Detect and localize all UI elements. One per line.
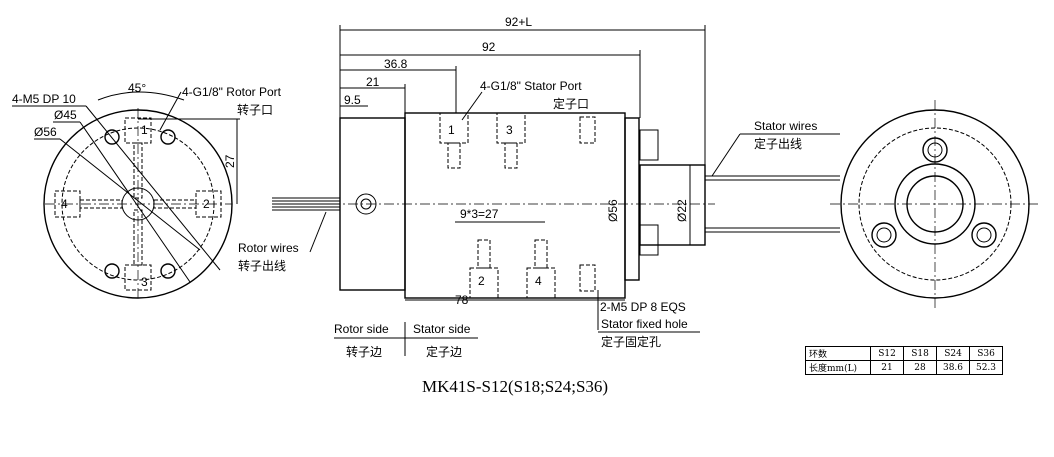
stator-fixed-cn: 定子固定孔	[601, 334, 661, 349]
stator-port-label: 4-G1/8" Stator Port	[480, 79, 582, 93]
stator-side-label: Stator side	[413, 322, 471, 336]
dim-78: 78	[455, 293, 469, 307]
dim-total: 92+L	[505, 15, 532, 29]
stator-port-1: 1	[448, 123, 455, 137]
rotor-wires	[272, 197, 340, 211]
length-cell: 21	[870, 360, 904, 375]
rotor-port-label: 4-G1/8" Rotor Port	[182, 85, 282, 99]
model-cell: S24	[936, 346, 970, 361]
dim-21: 21	[366, 75, 380, 89]
port-4-label: 4	[61, 197, 68, 211]
fixed-holes-label: 2-M5 DP 8 EQS	[600, 300, 686, 314]
stator-wires	[705, 175, 840, 233]
front-view: 1 2 3 4 45° 4-M5 DP 10 Ø45 Ø56 4-G1/8" R…	[12, 81, 340, 300]
port-3-label: 3	[141, 275, 148, 289]
dim-9-5: 9.5	[344, 93, 361, 107]
port-channels	[54, 117, 222, 291]
mount-holes-label: 4-M5 DP 10	[12, 92, 76, 106]
stator-wires-cn: 定子出线	[754, 136, 802, 151]
model-cell: S18	[903, 346, 937, 361]
stator-flange	[624, 117, 640, 281]
angle-label: 45°	[128, 81, 146, 95]
stator-cylinder	[639, 164, 706, 246]
rotor-port-cn: 转子口	[237, 102, 273, 117]
mount-holes	[104, 129, 176, 279]
stator-port-3: 3	[506, 123, 513, 137]
rotor-side-cn: 转子边	[346, 344, 382, 359]
length-cell: 28	[903, 360, 937, 375]
rotor-side-label: Rotor side	[334, 322, 389, 336]
row-label: 长度mm(L)	[805, 360, 871, 375]
rotor-wires-cn: 转子出线	[238, 258, 286, 273]
stator-fixed-label: Stator fixed hole	[601, 317, 688, 331]
table-row: 环数 S12 S18 S24 S36	[805, 346, 1003, 361]
rotor-wires-label: Rotor wires	[238, 241, 299, 255]
stator-port-cn: 定子口	[553, 96, 589, 111]
dia-45-label: Ø45	[54, 108, 77, 122]
dim-pitch: 9*3=27	[460, 207, 499, 221]
length-cell: 52.3	[969, 360, 1003, 375]
model-cell: S36	[969, 346, 1003, 361]
side-view: 1 3 2 4 92+L 92 36.8 21 9.5 4-G1/8" Stat…	[330, 15, 840, 359]
length-table: 环数 S12 S18 S24 S36 长度mm(L) 21 28 38.6 52…	[805, 346, 1003, 375]
stator-wires-label: Stator wires	[754, 119, 817, 133]
port-2-label: 2	[203, 197, 210, 211]
dia-56-side: Ø56	[606, 199, 620, 222]
model-title: MK41S-S12(S18;S24;S36)	[422, 377, 608, 396]
stator-ports	[439, 112, 596, 299]
stator-port-2: 2	[478, 274, 485, 288]
row-label: 环数	[805, 346, 871, 361]
port-1-label: 1	[141, 123, 148, 137]
length-cell: 38.6	[936, 360, 970, 375]
table-row: 长度mm(L) 21 28 38.6 52.3	[805, 360, 1003, 375]
model-cell: S12	[870, 346, 904, 361]
rear-view	[830, 100, 1040, 308]
dim-36-8: 36.8	[384, 57, 408, 71]
dia-22: Ø22	[675, 199, 689, 222]
dia-56-label: Ø56	[34, 125, 57, 139]
stator-body	[404, 112, 626, 299]
dim-27-label: 27	[223, 154, 237, 168]
dim-92: 92	[482, 40, 496, 54]
stator-port-4: 4	[535, 274, 542, 288]
stator-side-cn: 定子边	[426, 344, 462, 359]
